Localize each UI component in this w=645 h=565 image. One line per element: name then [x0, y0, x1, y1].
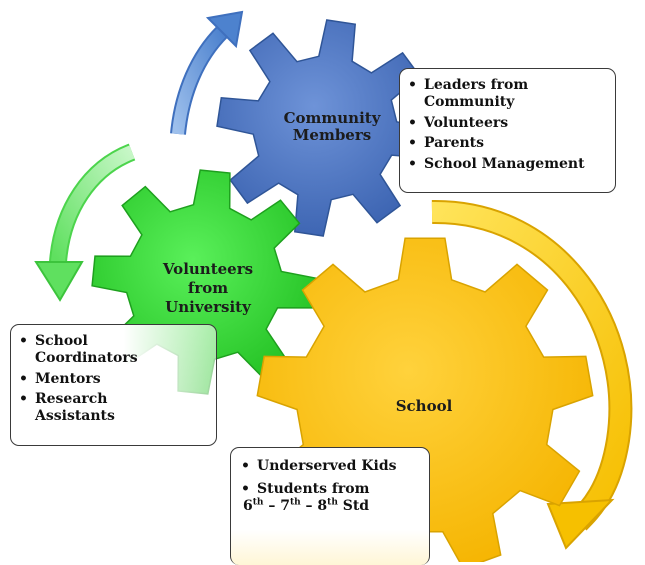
university-label-line3: University	[165, 297, 251, 316]
school-students-list: Underserved Kids Students from 6th – 7th…	[237, 458, 423, 514]
students-from-text: Students from	[257, 480, 370, 497]
grade-8: 8	[317, 497, 328, 514]
list-item: School Management	[404, 156, 607, 173]
std-text: Std	[337, 497, 370, 514]
grade-6: 6	[243, 497, 253, 514]
list-item: Research Assistants	[15, 391, 135, 425]
list-item: Students from 6th – 7th – 8th Std	[237, 481, 423, 515]
list-item: School Coordinators	[15, 333, 155, 367]
list-item: Leaders from Community	[404, 77, 554, 111]
list-item: Mentors	[15, 371, 210, 388]
school-label-text: School	[395, 397, 453, 415]
grade-separator: –	[300, 497, 318, 514]
list-item: Parents	[404, 135, 607, 152]
university-roles-list: School Coordinators Mentors Research Ass…	[15, 333, 210, 425]
grade-7-suffix: th	[289, 496, 301, 507]
grade-range: 6th – 7th – 8th Std	[243, 496, 423, 515]
list-item: Underserved Kids	[237, 458, 423, 475]
school-students-box: Underserved Kids Students from 6th – 7th…	[230, 447, 430, 565]
community-label-line2: Members	[292, 126, 372, 145]
grade-6-suffix: th	[252, 496, 264, 507]
university-roles-box: School Coordinators Mentors Research Ass…	[10, 324, 217, 446]
university-volunteers-label: Volunteers from University	[138, 260, 278, 316]
university-label-line1: Volunteers	[162, 260, 254, 278]
grade-7: 7	[280, 497, 290, 514]
yellow-cycle-arrow	[431, 199, 633, 550]
school-label: School	[364, 397, 484, 415]
community-members-label: Community Members	[262, 109, 402, 145]
community-members-gear	[216, 19, 434, 237]
list-item: Volunteers	[404, 115, 607, 132]
blue-cycle-arrow	[170, 10, 244, 135]
university-label-line2: from	[187, 278, 229, 297]
grade-separator: –	[263, 497, 281, 514]
community-roles-box: Leaders from Community Volunteers Parent…	[399, 68, 616, 193]
community-label-line1: Community	[283, 109, 381, 127]
grade-8-suffix: th	[327, 496, 338, 507]
green-cycle-arrow	[34, 143, 136, 302]
community-roles-list: Leaders from Community Volunteers Parent…	[404, 77, 607, 173]
